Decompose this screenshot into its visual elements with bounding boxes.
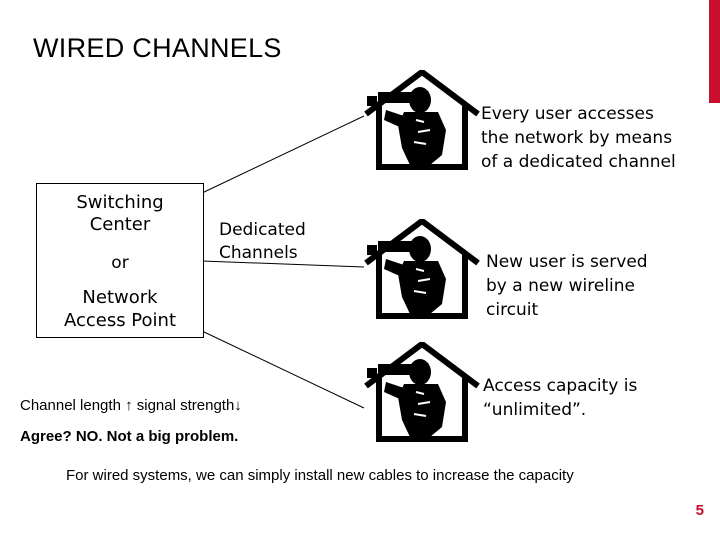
house-2-caption-line-1: New user is served [486,252,648,272]
or-label: or [111,253,129,273]
house-1-caption-line-1: Every user accesses [481,104,654,124]
house-1-caption-line-3: of a dedicated channel [481,152,676,172]
channel-line-2 [201,260,365,268]
house-3-caption-line-2: “unlimited”. [483,400,587,420]
access-point-label: Access Point [63,310,177,331]
house-with-user-icon [364,342,480,442]
switching-center-box: Switching Center or Network Access Point [36,183,204,338]
house-2-caption-line-2: by a new wireline [486,276,635,296]
summary-note: For wired systems, we can simply install… [66,467,574,484]
center-label: Center [89,214,151,235]
channel-length-note: Channel length ↑ signal strength↓ [20,397,242,414]
agree-note: Agree? NO. Not a big problem. [20,428,239,445]
house-with-user-icon [364,70,480,170]
dedicated-label: Dedicated [219,220,306,240]
network-label: Network [82,287,158,308]
channels-label: Channels [219,243,298,263]
channel-line-3 [201,330,365,409]
accent-bar [709,0,720,103]
house-3-caption-line-1: Access capacity is [483,376,638,396]
page-number: 5 [695,502,704,519]
channel-line-1 [201,115,365,194]
slide-title: WIRED CHANNELS [33,33,282,63]
house-with-user-icon [364,219,480,319]
switching-label: Switching [76,192,164,213]
house-1-caption-line-2: the network by means [481,128,673,148]
house-2-caption-line-3: circuit [486,300,539,320]
